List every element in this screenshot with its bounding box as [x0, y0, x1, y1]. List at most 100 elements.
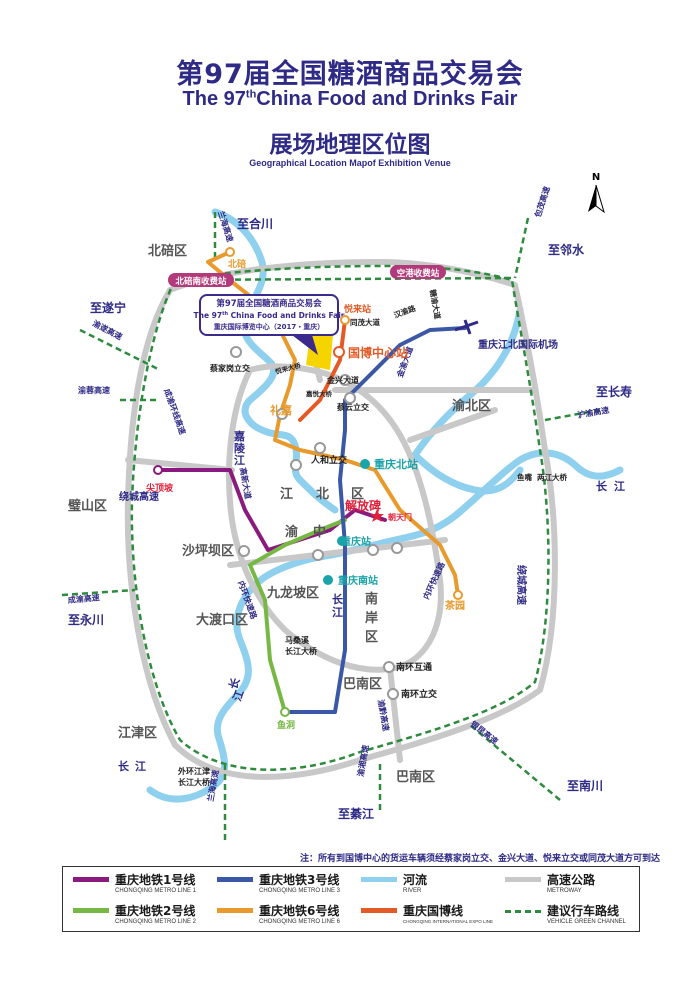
station-labels: 北碚 悦来站 同茂大道 汉渝路 糖渝大道 重庆江北国际机场 国博中心站 蔡家岗立…	[146, 258, 567, 787]
legend-swatch-river	[361, 877, 397, 882]
legend-label-en: CHONGQING INTERNATIONAL EXPO LINE	[403, 919, 494, 924]
label-nanhuan-lijiao: 南环立交	[401, 688, 437, 700]
district-yubei: 渝北区	[452, 398, 491, 414]
hw-yurong: 渝蓉高速	[77, 385, 110, 395]
label-yuzui-1: 鱼嘴	[517, 472, 532, 482]
station-chongqing-dot	[367, 544, 379, 556]
callout-line3: 重庆国际博览中心（2017・重庆）	[214, 322, 324, 331]
legend-label: 河流	[403, 873, 428, 887]
outer-ring	[124, 259, 558, 780]
label-outer-bridge-2: 长江大桥	[178, 777, 211, 787]
hw-chengyu-ring: 成渝环线高速	[162, 387, 188, 436]
station-renhe-dot	[314, 442, 326, 454]
label-guobo: 国博中心站	[348, 345, 408, 360]
metroway-links	[125, 297, 538, 763]
title-en-part: The 97	[182, 88, 246, 110]
footnote: 注：所有到国博中心的货运车辆须经蔡家岗立交、金兴大道、悦来立交或同茂大道方可到达	[299, 854, 660, 864]
legend-swatch-green	[505, 910, 541, 913]
label-caijia: 蔡家岗立交	[209, 363, 250, 373]
legend-label-en: CHONGQING METRO LINE 1	[115, 888, 197, 894]
label-renhe: 人和立交	[310, 454, 347, 466]
river-changjiang-right-1: 长	[596, 479, 608, 493]
toll-konggang: 空港收费站	[397, 268, 440, 279]
label-chaotianmen: 朝天门	[388, 512, 412, 522]
station-markers	[153, 247, 463, 717]
station-shapingba-dot	[238, 545, 250, 557]
district-jiangjin: 江津区	[118, 725, 157, 741]
station-yudong-dot	[280, 707, 290, 717]
compass-label: N	[592, 172, 600, 183]
district-beibei: 北碚区	[148, 243, 187, 259]
title-en-post: China Food and Drinks Fair	[256, 88, 518, 110]
label-jinxing: 金兴大道	[326, 375, 359, 385]
hw-yuxin: 渝遂高速	[90, 317, 124, 341]
hw-hu-yu: 沪渝高速	[577, 405, 610, 420]
district-jiangbei-1: 江	[280, 486, 293, 502]
label-nanhuan-hutong: 南环互通	[396, 661, 432, 673]
dest-changshou: 至长寿	[596, 384, 632, 399]
jiefangbei-star-icon	[370, 509, 384, 522]
label-mazangxi: 马桑溪	[285, 635, 310, 645]
district-nanan-3: 区	[365, 630, 378, 645]
page-subtitle: 展场地理区位图	[269, 132, 431, 158]
label-airport: 重庆江北国际机场	[478, 338, 558, 351]
compass-arrow-icon	[588, 185, 596, 212]
label-hanyu: 汉渝路	[392, 303, 417, 320]
station-caiyun-dot	[344, 392, 356, 404]
station-nanhuan-lijiao-dot	[387, 688, 399, 700]
legend-swatch-metroway	[505, 877, 541, 882]
legend-label-en: VEHICLE GREEN CHANNEL	[547, 919, 627, 925]
south-station-icon	[323, 575, 333, 585]
hw-lanhai-top: 兰海高速	[216, 210, 235, 244]
expo-callout: 第97届全国糖酒商品交易会 The 97th China Food and Dr…	[194, 294, 345, 355]
legend-label-en: CHONGQING METRO LINE 6	[259, 919, 341, 925]
guobo-station-dot	[333, 346, 345, 358]
legend-label-en: CHONGQING METRO LINE 3	[259, 888, 341, 894]
river-changjiang-sw-1: 长	[118, 759, 130, 773]
page-subtitle-en: Geographical Location Mapof Exhibition V…	[249, 158, 451, 168]
dest-qijiang: 至綦江	[338, 806, 374, 821]
dest-nanchuan: 至南川	[567, 778, 603, 793]
legend-label: 高速公路	[547, 873, 596, 887]
callout-line1: 第97届全国糖酒商品交易会	[216, 298, 322, 309]
north-station-icon	[360, 459, 370, 469]
district-dadukou: 大渡口区	[196, 612, 248, 628]
station-jinxing-dot	[339, 374, 351, 386]
legend-label: 重庆地铁1号线	[115, 873, 196, 887]
green-link-top	[174, 276, 516, 282]
label-yuelai: 悦来站	[344, 303, 371, 315]
dest-hechuan: 至合川	[237, 216, 273, 231]
page-title-en: The 97thChina Food and Drinks Fair	[0, 88, 700, 111]
label-tanglai: 糖渝大道	[428, 289, 443, 321]
river-labels: 嘉 陵 江 长 江 长 江 长 江 长 江	[118, 429, 625, 773]
district-banan-outer: 巴南区	[396, 769, 435, 785]
hub-markers	[323, 319, 479, 585]
label-jiayue: 嘉悦大桥	[305, 389, 333, 398]
airport-icon	[454, 319, 479, 335]
green-spurs	[61, 212, 601, 840]
metroways	[124, 259, 558, 780]
label-jianding: 尖顶坡	[146, 482, 174, 494]
inner-ring	[226, 363, 444, 673]
legend-label-en: RIVER	[403, 888, 422, 894]
label-lijia: 礼嘉	[270, 403, 292, 417]
river-changjiang-sw-2: 江	[135, 759, 146, 773]
district-yuzhong-1: 渝	[285, 524, 299, 540]
legend-swatch-line6	[217, 908, 253, 913]
toll-beibei-south: 北碚南收费站	[175, 276, 227, 287]
label-outer-bridge-1: 外环江津	[178, 766, 210, 776]
legend-swatch-line3	[217, 877, 253, 882]
label-mazangxi-2: 长江大桥	[285, 646, 318, 656]
station-yuzhong-dot	[312, 549, 324, 561]
label-chongqing-station: 重庆站	[341, 535, 371, 548]
station-caijia-dot	[230, 346, 242, 358]
compass: N	[588, 172, 605, 214]
station-lijia-dot	[276, 408, 288, 420]
